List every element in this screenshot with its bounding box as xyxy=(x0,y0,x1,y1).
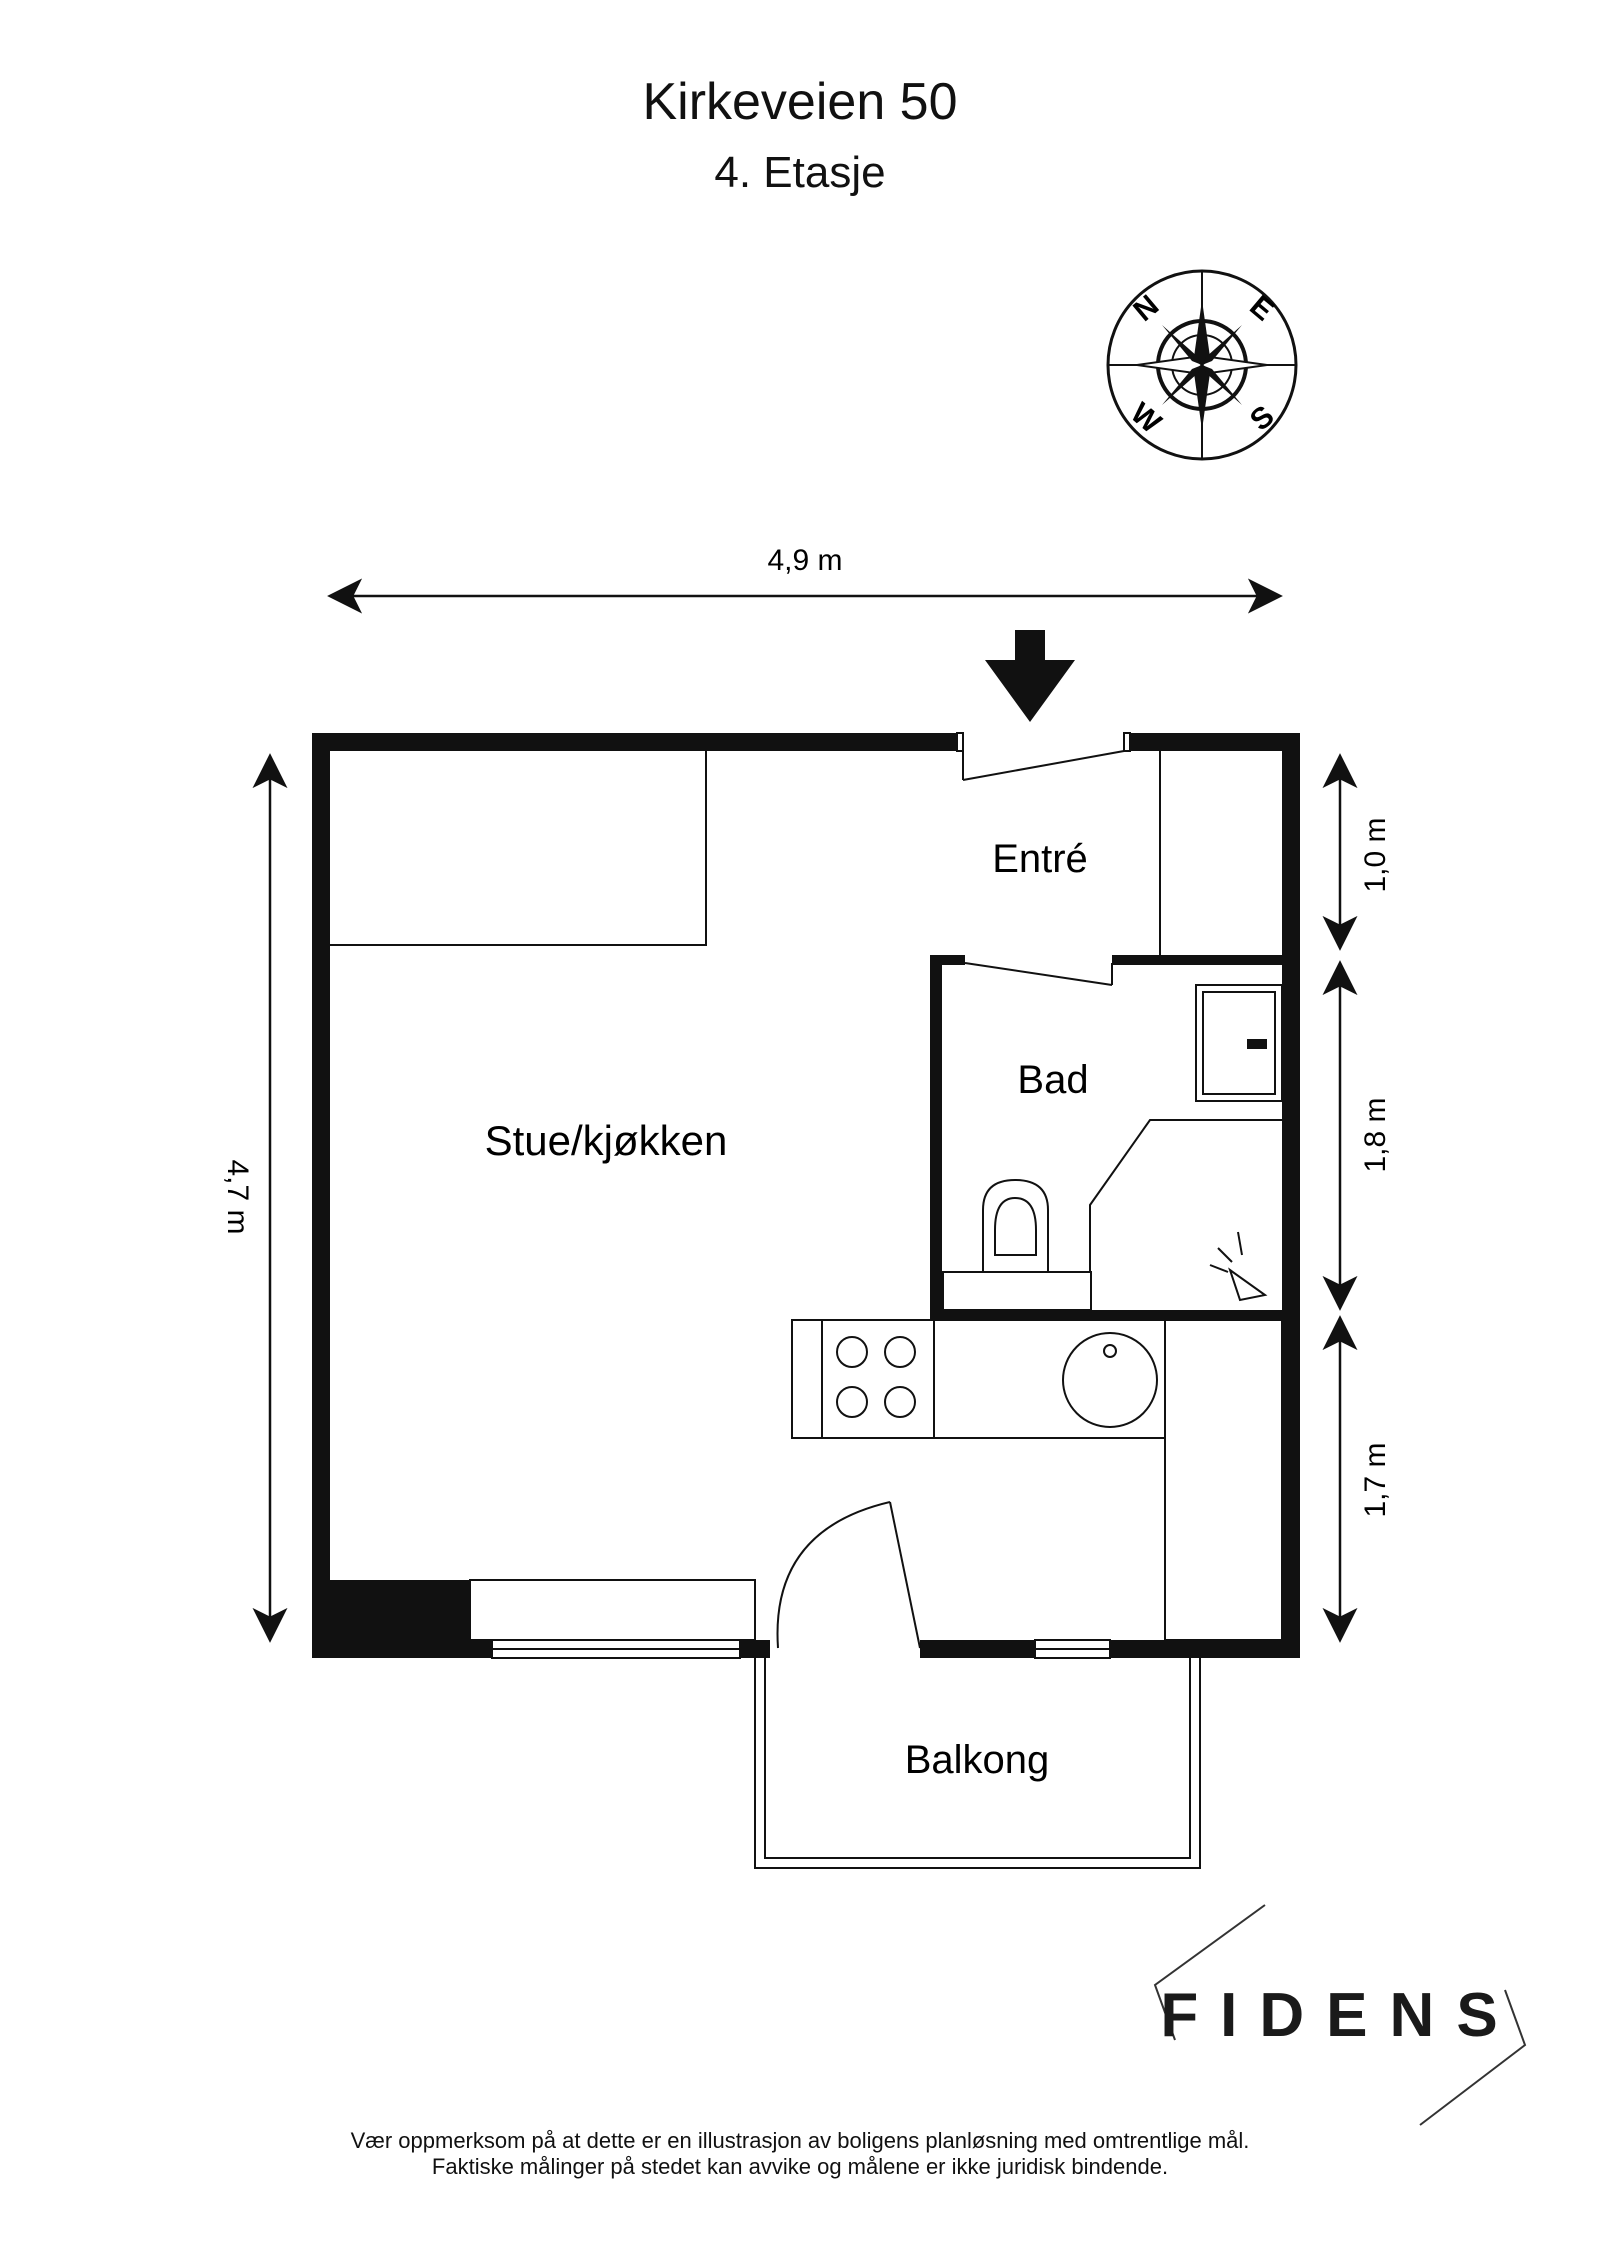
shower-head-icon xyxy=(1209,1231,1268,1302)
svg-text:4,9 m: 4,9 m xyxy=(767,544,842,577)
compass-icon: N E S W xyxy=(1106,269,1298,461)
compass-n: N xyxy=(1127,289,1165,328)
room-label-balkong: Balkong xyxy=(905,1738,1050,1782)
outer-walls xyxy=(312,733,1300,1658)
bathroom-door xyxy=(964,962,1113,986)
room-label-bad: Bad xyxy=(1017,1058,1088,1102)
room-label-entre: Entré xyxy=(992,837,1088,881)
interior-walls xyxy=(930,955,1300,1320)
entrance-arrow-icon xyxy=(985,630,1075,722)
svg-text:1,8 m: 1,8 m xyxy=(1359,1097,1392,1172)
bathroom-fixtures xyxy=(942,984,1283,1311)
window-sill xyxy=(469,1579,756,1641)
compass-s: S xyxy=(1244,399,1281,437)
balcony-door xyxy=(776,1501,921,1649)
dimension-width: 4,9 m xyxy=(327,544,1283,614)
disclaimer-line-1: Vær oppmerksom på at dette er en illustr… xyxy=(350,2128,1250,2153)
svg-text:1,7 m: 1,7 m xyxy=(1359,1442,1392,1517)
page-title: Kirkeveien 50 xyxy=(642,73,958,131)
svg-text:FIDENS: FIDENS xyxy=(1160,1981,1519,2050)
compass-w: W xyxy=(1124,397,1167,441)
disclaimer-line-2: Faktiske målinger på stedet kan avvike o… xyxy=(431,2154,1169,2179)
entry-door xyxy=(956,732,1131,781)
floor-label: 4. Etasje xyxy=(714,148,886,197)
dimension-height: 4,7 m xyxy=(221,753,288,1643)
furniture-lines xyxy=(330,751,1161,955)
compass-e: E xyxy=(1243,289,1280,327)
svg-text:4,7 m: 4,7 m xyxy=(221,1159,254,1234)
disclaimer: Vær oppmerksom på at dette er en illustr… xyxy=(0,2128,1600,2180)
svg-text:1,0 m: 1,0 m xyxy=(1359,817,1392,892)
balcony xyxy=(754,1658,1201,1869)
room-label-stue: Stue/kjøkken xyxy=(485,1117,728,1164)
stove-icon xyxy=(836,1336,916,1418)
kitchen-counter xyxy=(791,1319,1283,1641)
fidens-logo: FIDENS xyxy=(1153,1904,1527,2126)
sink-icon xyxy=(1062,1332,1158,1428)
dimension-right: 1,0 m 1,8 m 1,7 m xyxy=(1322,753,1392,1643)
